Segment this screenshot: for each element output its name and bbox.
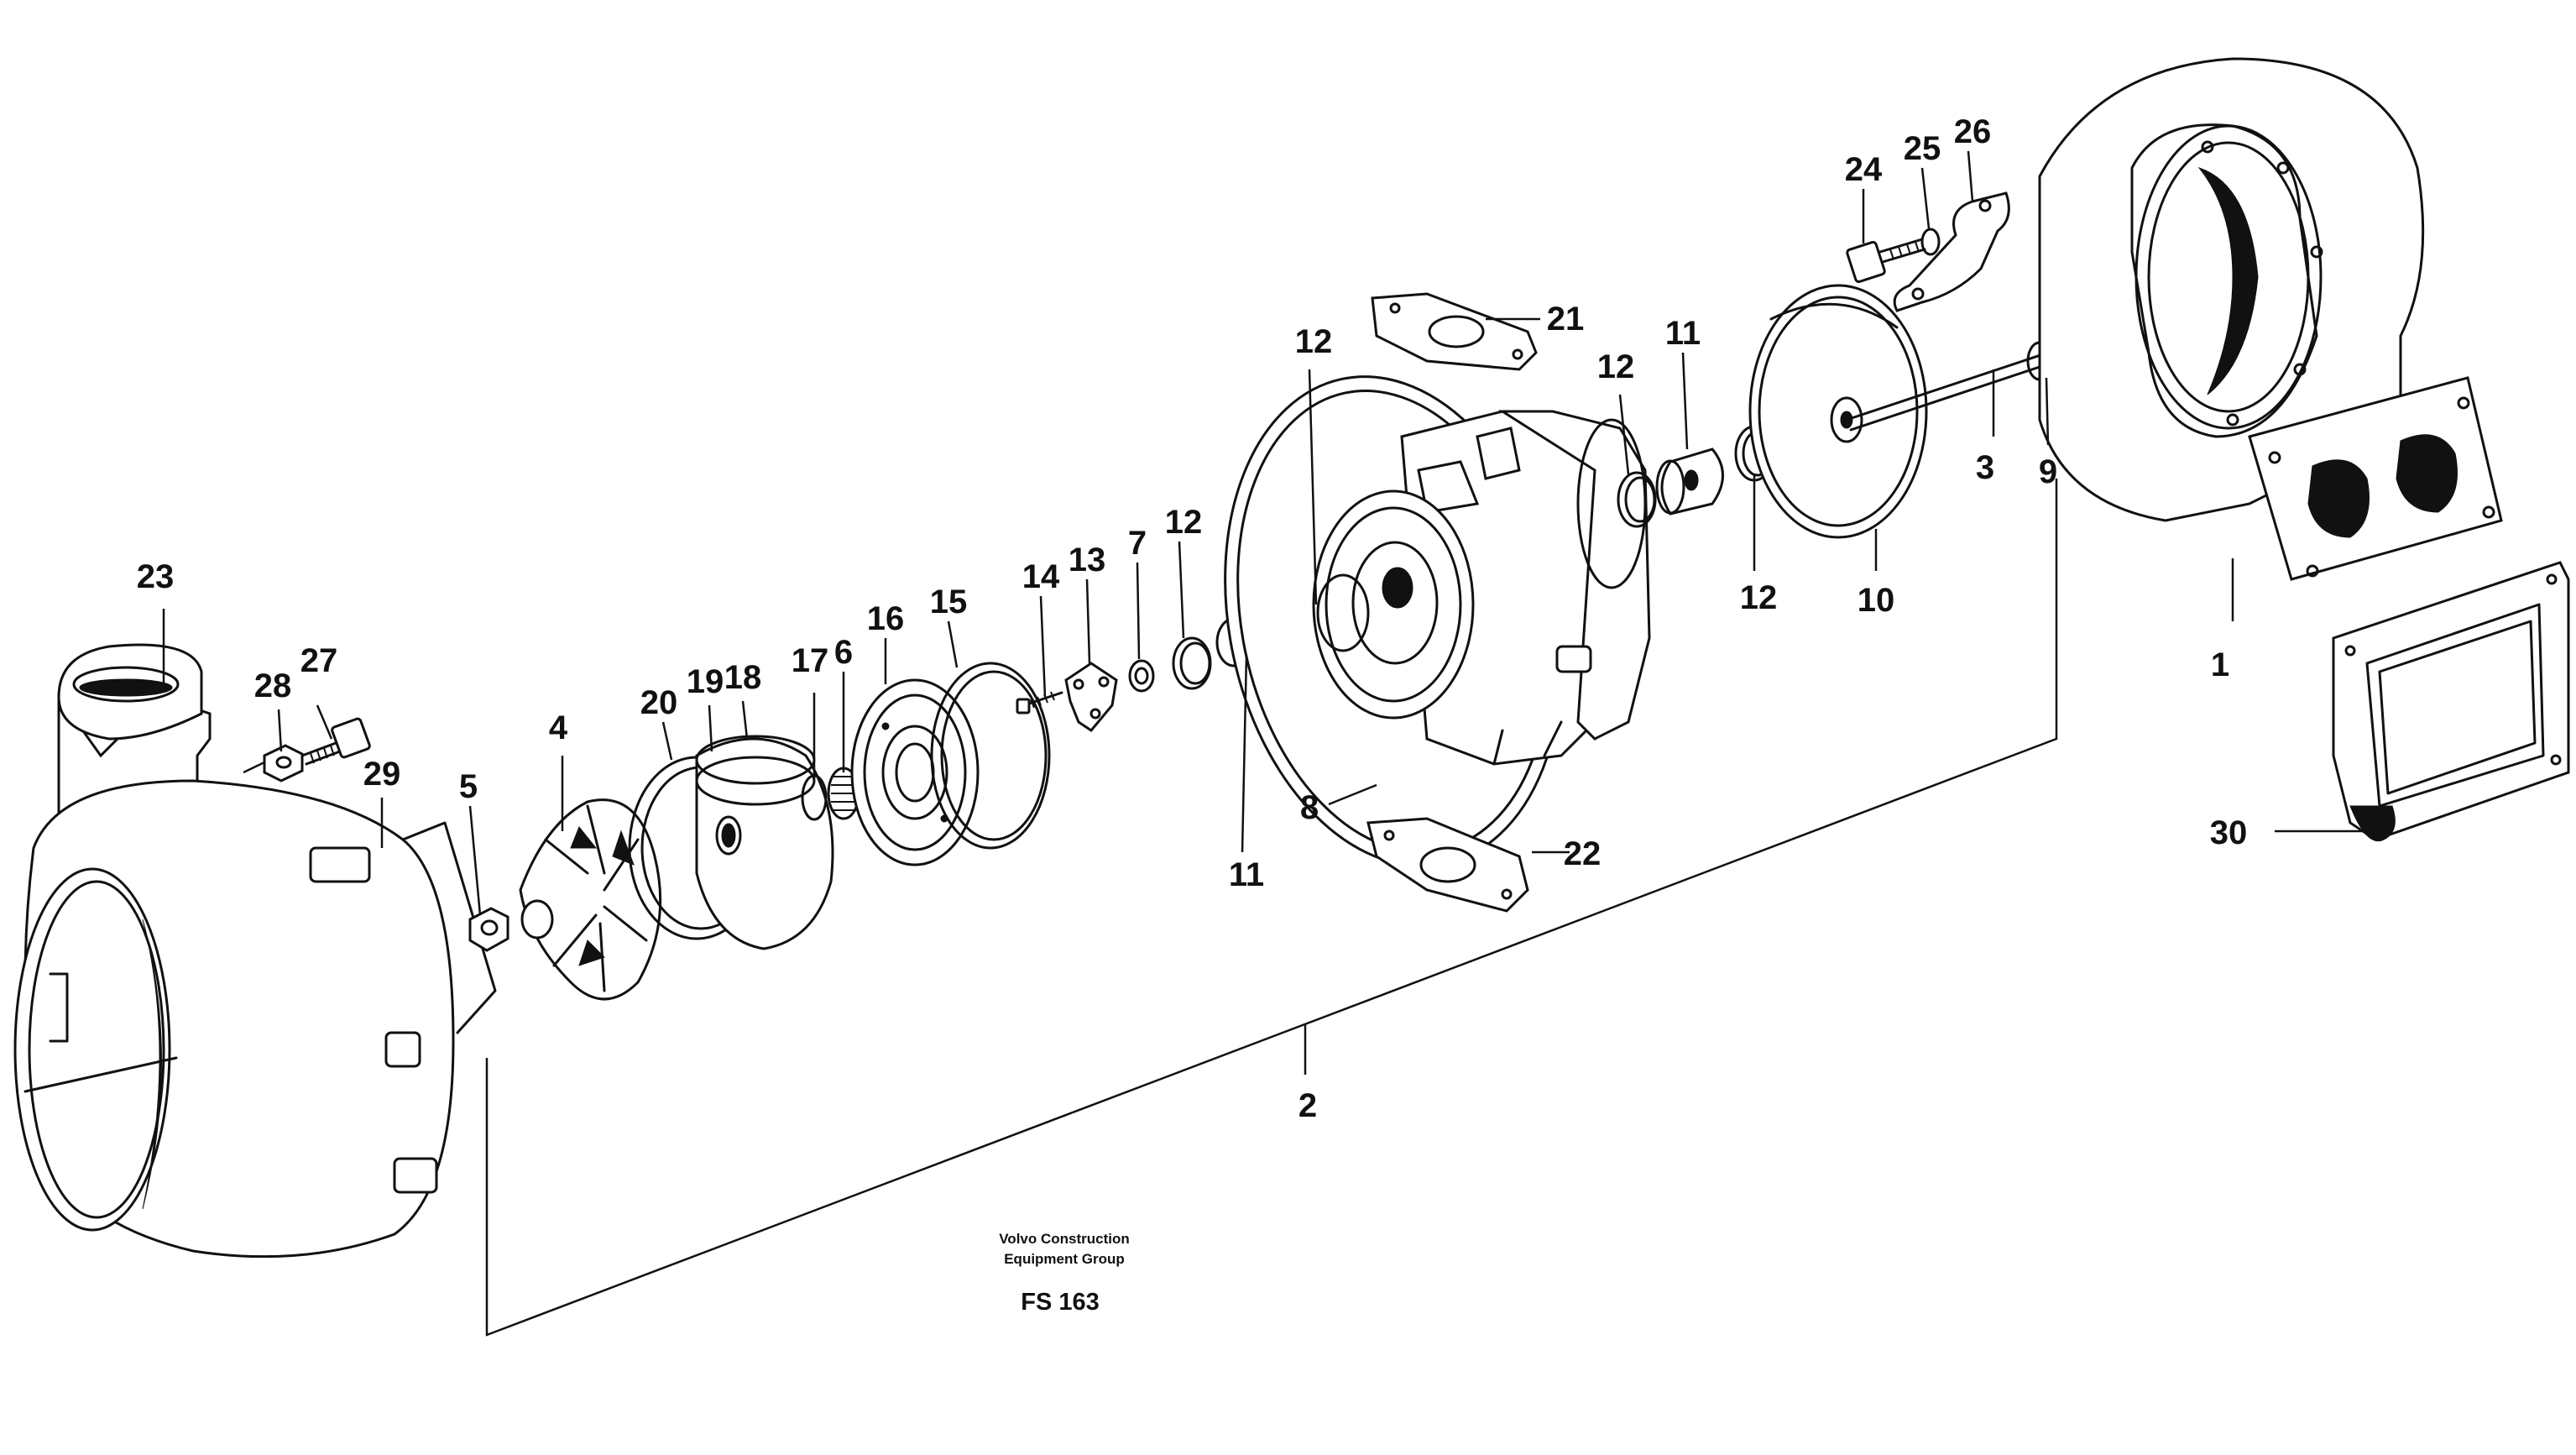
callout-29: 29 [363,756,401,793]
callout-2: 2 [1298,1087,1317,1124]
callout-23: 23 [137,558,175,595]
callout-26: 26 [1954,113,1992,150]
callout-1: 1 [2211,646,2229,683]
callout-8: 8 [1300,789,1319,826]
sealing-ring-15 [930,662,1051,850]
bearing-11-right [1655,447,1724,516]
callout-3: 3 [1976,449,1994,486]
turbine-housing-1 [2038,57,2503,581]
callout-30: 30 [2210,814,2248,851]
callout-4: 4 [549,709,568,746]
circlip-12-left [1172,636,1212,690]
callout-21: 21 [1547,301,1585,338]
callout-5: 5 [459,768,478,805]
callout-28: 28 [254,667,292,704]
callout-16: 16 [867,600,905,637]
callout-11-right: 11 [1665,315,1701,352]
callout-15: 15 [930,584,968,620]
footer-company-line2: Equipment Group [1004,1251,1125,1267]
callout-12-mid: 12 [1597,348,1635,385]
callout-12-top: 12 [1295,323,1333,360]
bolt-24 [1846,238,1926,284]
callout-10: 10 [1858,582,1895,619]
nut-5 [468,907,509,952]
lock-plate-13 [1064,662,1118,732]
screw-14 [1016,691,1063,714]
callout-18: 18 [724,659,762,696]
figure-code: FS 163 [1021,1289,1100,1316]
circlip-12-right-a [1617,471,1657,528]
footer: Volvo Construction Equipment Group FS 16… [999,1231,1130,1316]
callout-12-right: 12 [1740,579,1778,616]
callout-19: 19 [687,663,724,700]
footer-company-line1: Volvo Construction [999,1231,1130,1247]
clamp-26 [1893,191,2010,312]
callout-9: 9 [2039,453,2057,490]
callout-labels: 1 2 3 4 5 6 7 8 9 10 11 11 12 12 12 12 1… [137,113,2248,1124]
callout-25: 25 [1904,130,1941,167]
callout-12-left: 12 [1165,504,1203,541]
callout-13: 13 [1069,542,1106,578]
callout-27: 27 [300,642,338,679]
ring-7 [1128,659,1155,693]
callout-7: 7 [1128,525,1147,562]
gasket-30 [2332,561,2570,841]
seal-plate-18 [695,735,834,950]
heat-shield-10 [1748,284,1928,539]
assembly-bracket-2 [485,479,2058,1337]
bearing-housing-8 [1224,375,1651,867]
callout-20: 20 [640,684,678,721]
thrust-plate-16 [850,678,980,866]
gasket-21 [1371,292,1538,371]
compressor-housing-23 [13,643,497,1259]
callout-11-left: 11 [1229,856,1264,893]
compressor-wheel-4 [519,798,662,1001]
bolt-27 [300,717,371,766]
nut-28 [243,744,304,782]
callout-22: 22 [1564,835,1602,872]
callout-17: 17 [792,642,829,679]
callout-6: 6 [834,634,853,671]
leader-lines [162,150,2367,916]
washer-25 [1920,228,1941,256]
callout-14: 14 [1022,558,1060,595]
callout-24: 24 [1845,151,1883,188]
gasket-22 [1366,817,1529,913]
